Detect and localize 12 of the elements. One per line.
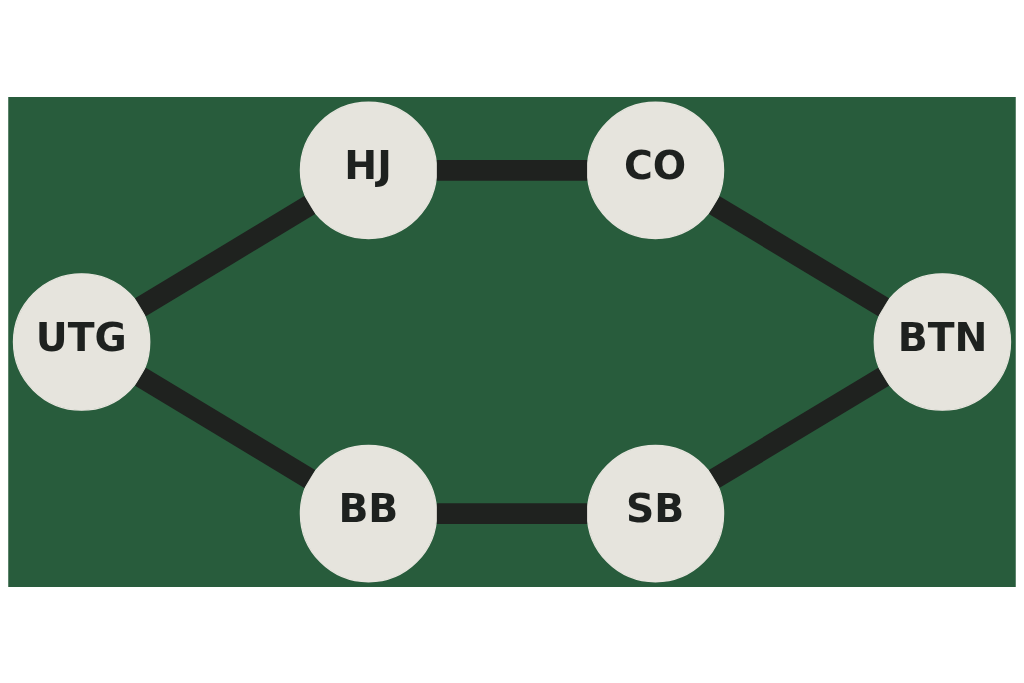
node-circle: SB xyxy=(586,444,725,582)
node-circle: BTN xyxy=(873,272,1012,411)
node-circle: BB xyxy=(299,444,438,582)
connector xyxy=(135,367,316,488)
connector xyxy=(135,195,316,316)
node-circle: CO xyxy=(586,101,725,239)
node-circle: UTG xyxy=(12,272,151,411)
connector xyxy=(436,502,588,524)
node-circle: HJ xyxy=(299,101,438,239)
connector xyxy=(708,195,890,316)
connector xyxy=(436,159,588,181)
connector xyxy=(708,367,890,488)
